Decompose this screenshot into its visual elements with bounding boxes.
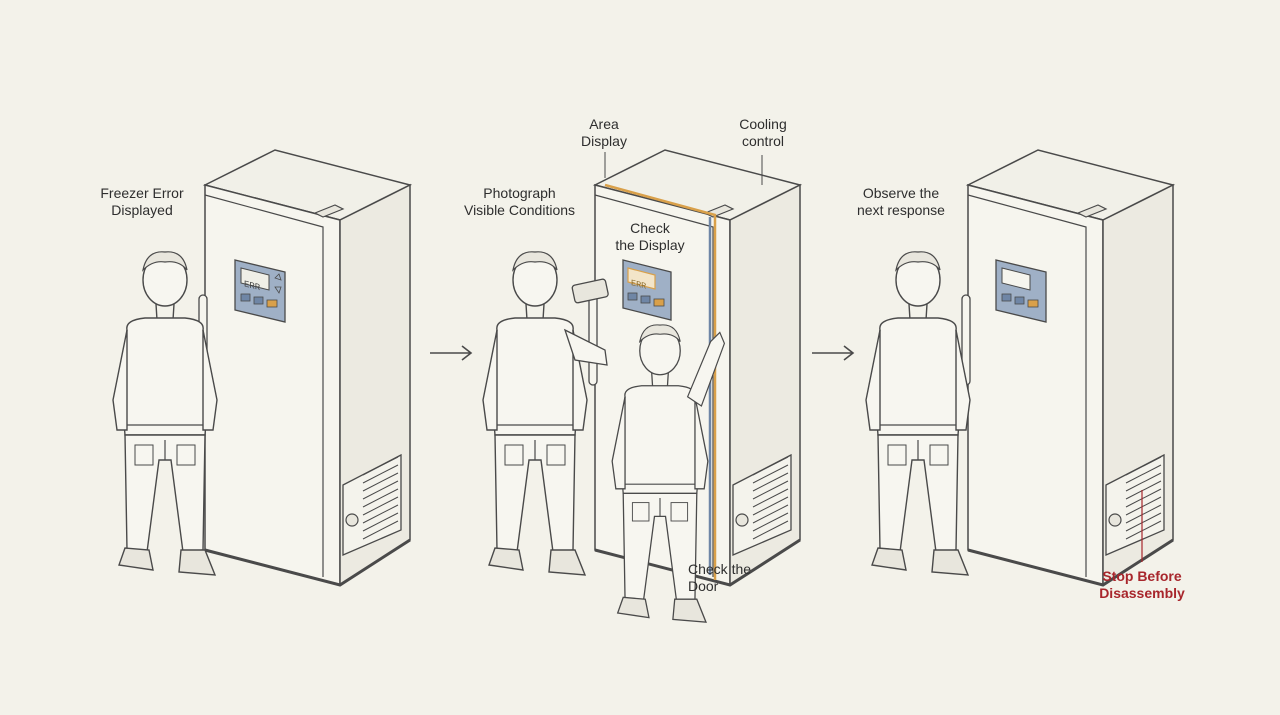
label-freezer-error: Freezer Error Displayed: [100, 185, 184, 218]
label-photograph: Photograph Visible Conditions: [463, 185, 576, 218]
label-stop-before-disassembly: Stop Before Disassembly: [1099, 568, 1185, 601]
arrow-right-icon: [430, 345, 473, 361]
phone-icon: [571, 278, 609, 304]
person-photographing: [482, 251, 609, 576]
freezer-3: [960, 148, 1175, 587]
label-cooling-control: Cooling control: [739, 116, 787, 149]
display-error-text-2: ERR: [631, 278, 646, 292]
freezer-1: ERR: [197, 148, 412, 587]
person-checking: [611, 324, 726, 623]
person-3: [865, 251, 971, 576]
label-area-display: Area Display: [581, 116, 627, 149]
label-check-display: Check the Display: [615, 220, 685, 253]
label-observe: Observe the next response: [857, 185, 945, 218]
control-panel-1: ERR: [234, 259, 286, 323]
display-error-text-1: ERR: [244, 278, 261, 293]
label-check-door: Check the Door: [688, 561, 752, 594]
arrow-right-icon-2: [812, 345, 855, 361]
control-panel-2: ERR: [622, 259, 672, 321]
control-panel-3: [995, 259, 1047, 323]
freezer-2: ERR: [587, 148, 802, 587]
